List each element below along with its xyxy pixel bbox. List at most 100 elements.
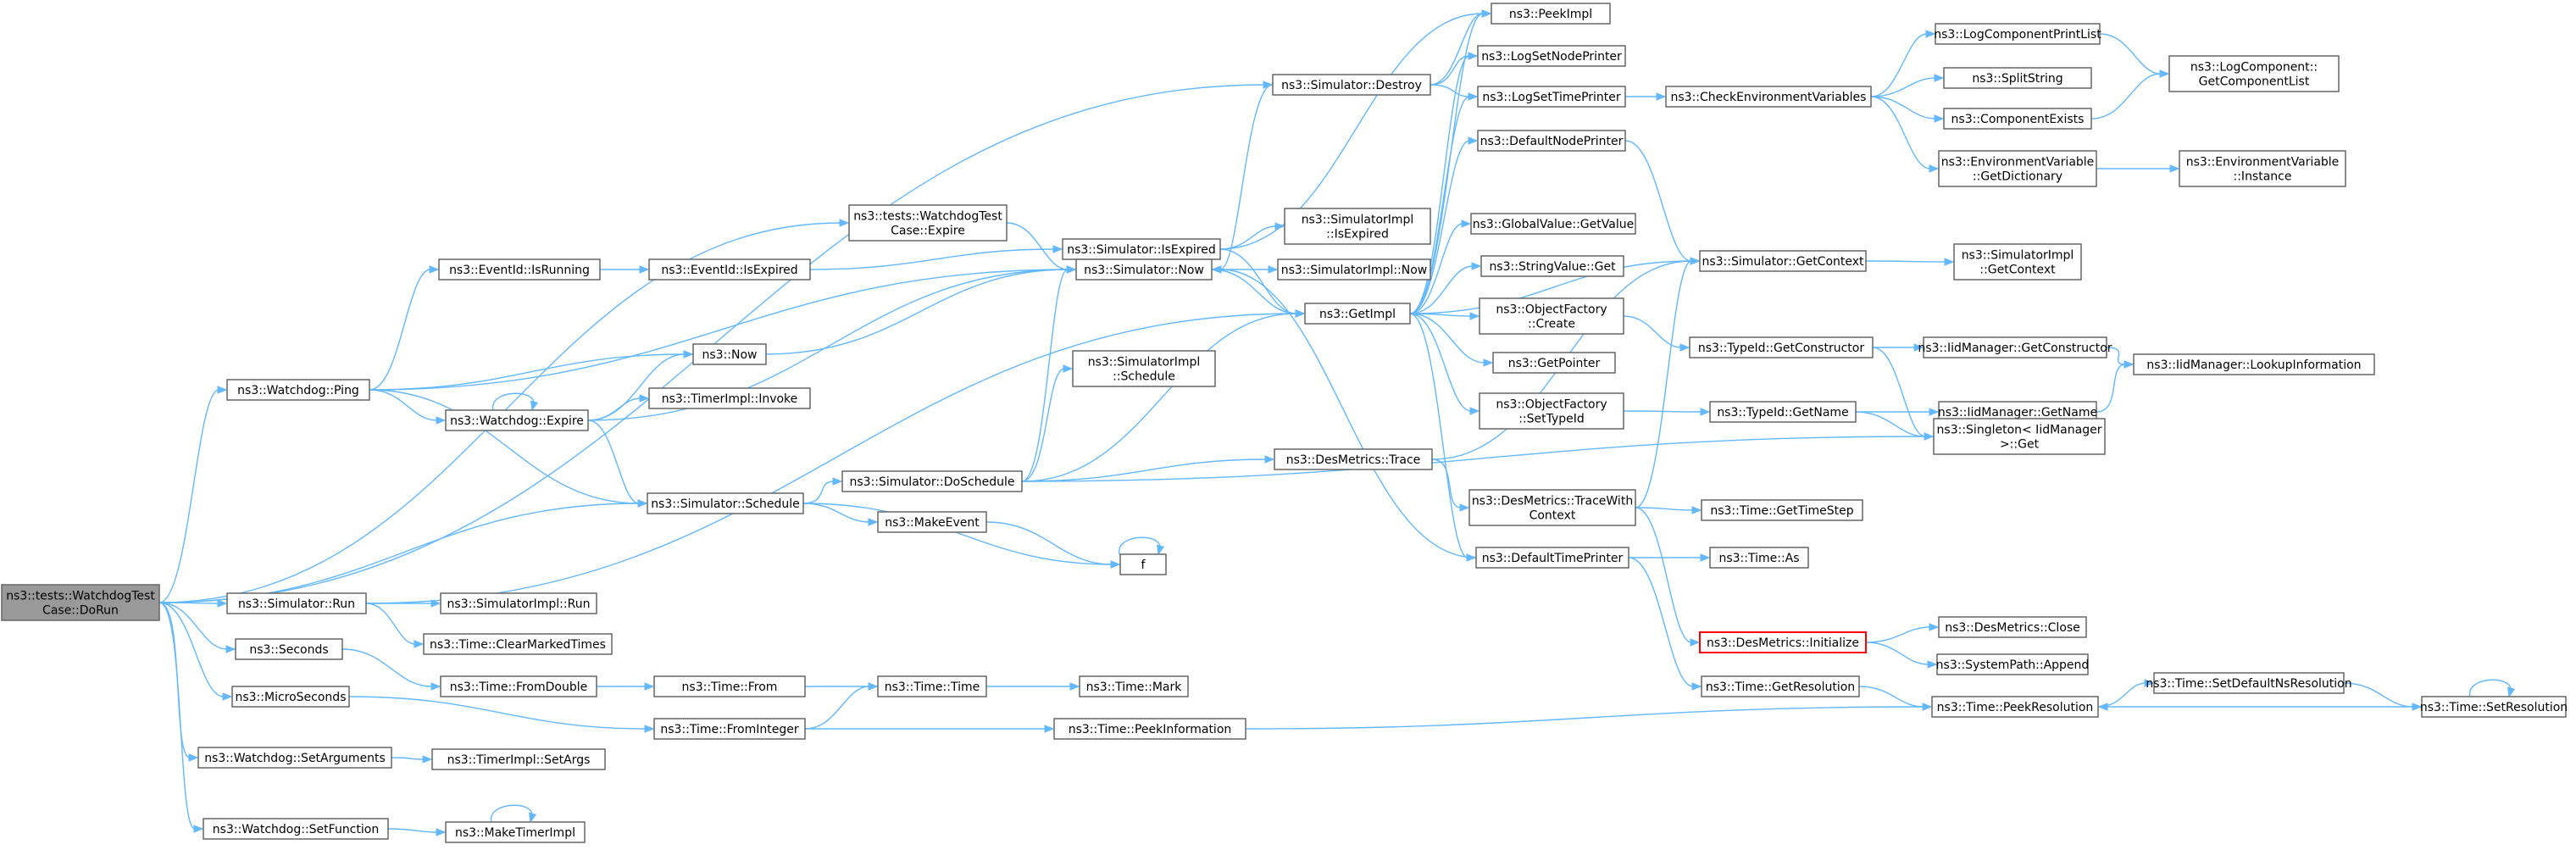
edge-line <box>1245 706 1924 730</box>
node-timefrom[interactable]: ns3::Time::From <box>653 675 806 697</box>
node-gettimestep[interactable]: ns3::Time::GetTimeStep <box>1701 499 1863 521</box>
node-box <box>1480 255 1624 277</box>
edge-line <box>809 248 1055 270</box>
edge-arrowhead <box>1461 219 1472 228</box>
node-getres[interactable]: ns3::Time::GetResolution <box>1701 675 1860 697</box>
node-timeas[interactable]: ns3::Time::As <box>1709 547 1809 569</box>
node-clearmarked[interactable]: ns3::Time::ClearMarkedTimes <box>423 633 613 655</box>
node-frominteger[interactable]: ns3::Time::FromInteger <box>653 718 806 740</box>
node-schedule[interactable]: ns3::Simulator::Schedule <box>647 492 804 514</box>
node-timersetargs[interactable]: ns3::TimerImpl::SetArgs <box>431 748 606 770</box>
node-logcompprint[interactable]: ns3::LogComponentPrintList <box>1934 23 2101 45</box>
node-getpointer[interactable]: ns3::GetPointer <box>1492 352 1616 374</box>
node-fromdouble[interactable]: ns3::Time::FromDouble <box>440 675 597 697</box>
node-seconds[interactable]: ns3::Seconds <box>235 638 343 660</box>
node-peekres[interactable]: ns3::Time::PeekResolution <box>1931 696 2099 718</box>
node-deftimeprinter[interactable]: ns3::DefaultTimePrinter <box>1475 547 1629 569</box>
node-wexpire[interactable]: ns3::Watchdog::Expire <box>445 409 589 431</box>
node-objsettypeid[interactable]: ns3::ObjectFactory::SetTypeId <box>1479 392 1624 430</box>
edge-arrowhead <box>1925 30 1936 38</box>
node-simimplrun[interactable]: ns3::SimulatorImpl::Run <box>440 592 597 614</box>
edge-line <box>1021 458 1267 482</box>
node-label: ns3::PeekImpl <box>1509 8 1592 21</box>
node-simnow[interactable]: ns3::Simulator::Now <box>1075 258 1213 281</box>
node-setres[interactable]: ns3::Time::SetResolution <box>2420 696 2568 718</box>
node-destroy[interactable]: ns3::Simulator::Destroy <box>1272 74 1431 96</box>
node-desmclose[interactable]: ns3::DesMetrics::Close <box>1938 616 2087 638</box>
node-setdefres[interactable]: ns3::Time::SetDefaultNsResolution <box>2146 672 2352 694</box>
node-envgetdict[interactable]: ns3::EnvironmentVariable::GetDictionary <box>1938 150 2097 187</box>
node-timemark[interactable]: ns3::Time::Mark <box>1079 675 1189 697</box>
node-isrunning[interactable]: ns3::EventId::IsRunning <box>438 258 601 281</box>
edge-line <box>158 602 191 758</box>
node-setfunc[interactable]: ns3::Watchdog::SetFunction <box>203 818 389 840</box>
node-logcompget[interactable]: ns3::LogComponent::GetComponentList <box>2168 55 2340 92</box>
node-label: ns3::Simulator::IsExpired <box>1067 243 1216 257</box>
edge-line <box>1219 269 1477 558</box>
node-typeidgetname[interactable]: ns3::TypeId::GetName <box>1709 401 1857 423</box>
node-label: ns3::TimerImpl::Invoke <box>662 392 798 406</box>
node-doschedule[interactable]: ns3::Simulator::DoSchedule <box>841 470 1023 492</box>
node-getimpl[interactable]: ns3::GetImpl <box>1304 303 1411 325</box>
node-box <box>1938 616 2087 638</box>
edge-arrowhead <box>1052 245 1063 253</box>
node-label: ns3::Simulator::DoSchedule <box>850 475 1015 489</box>
node-iseid[interactable]: ns3::EventId::IsExpired <box>648 258 811 281</box>
edge-compexists-to-logcompget <box>2090 69 2170 119</box>
node-peekinfo[interactable]: ns3::Time::PeekInformation <box>1053 718 1246 740</box>
node-box <box>1953 243 2082 281</box>
node-singleton[interactable]: ns3::Singleton< IidManager>::Get <box>1933 418 2106 455</box>
edge-getimpl-to-stringvalue <box>1409 262 1482 314</box>
node-splitstring[interactable]: ns3::SplitString <box>1943 67 2092 89</box>
node-objcreate[interactable]: ns3::ObjectFactory::Create <box>1479 297 1624 335</box>
node-simimplisexp[interactable]: ns3::SimulatorImpl::IsExpired <box>1284 208 1431 245</box>
node-checkenv[interactable]: ns3::CheckEnvironmentVariables <box>1665 86 1872 108</box>
node-peekimpl[interactable]: ns3::PeekImpl <box>1491 3 1611 25</box>
node-makeevent[interactable]: ns3::MakeEvent <box>877 511 987 533</box>
node-simisexp[interactable]: ns3::Simulator::IsExpired <box>1062 238 1221 260</box>
edge-checkenv-to-logcompprint <box>1870 30 1936 97</box>
node-box <box>692 343 767 365</box>
node-f[interactable]: f <box>1119 553 1167 575</box>
edge-arrowhead <box>1656 92 1667 101</box>
node-globalvalue[interactable]: ns3::GlobalValue::GetValue <box>1470 213 1636 235</box>
node-envinstance[interactable]: ns3::EnvironmentVariable::Instance <box>2179 150 2346 187</box>
node-simgetctx[interactable]: ns3::Simulator::GetContext <box>1699 250 1867 272</box>
node-timetime[interactable]: ns3::Time::Time <box>877 675 987 697</box>
node-syspathappend[interactable]: ns3::SystemPath::Append <box>1936 653 2090 675</box>
node-setargs[interactable]: ns3::Watchdog::SetArguments <box>197 747 392 769</box>
edge-line <box>2469 679 2512 697</box>
node-defnodeprinter[interactable]: ns3::DefaultNodePrinter <box>1477 130 1626 152</box>
node-maketimer[interactable]: ns3::MakeTimerImpl <box>445 821 586 843</box>
node-stringvalue[interactable]: ns3::StringValue::Get <box>1480 255 1624 277</box>
node-micro[interactable]: ns3::MicroSeconds <box>231 686 350 708</box>
edge-wexpire-to-invoke <box>587 394 650 421</box>
node-box <box>653 718 806 740</box>
edge-deftimeprinter-to-timeas <box>1629 553 1711 562</box>
node-box <box>226 379 370 401</box>
edge-line <box>985 521 1113 565</box>
edge-line <box>1409 313 1472 412</box>
node-iidlookup[interactable]: ns3::IidManager::LookupInformation <box>2133 353 2375 375</box>
node-desminit[interactable]: ns3::DesMetrics::Initialize <box>1699 631 1867 653</box>
node-simimplsched[interactable]: ns3::SimulatorImpl::Schedule <box>1072 350 1216 387</box>
node-typeidgetctor[interactable]: ns3::TypeId::GetConstructor <box>1689 336 1874 358</box>
node-logtimeprinter[interactable]: ns3::LogSetTimePrinter <box>1477 86 1626 108</box>
node-ping[interactable]: ns3::Watchdog::Ping <box>226 379 370 401</box>
node-simimplnow[interactable]: ns3::SimulatorImpl::Now <box>1277 258 1431 281</box>
node-label: Case::DoRun <box>42 604 119 618</box>
edge-arrowhead <box>2507 686 2516 698</box>
node-simrun[interactable]: ns3::Simulator::Run <box>226 592 367 614</box>
node-iidgetctor[interactable]: ns3::IidManager::GetConstructor <box>1918 336 2112 358</box>
node-compexists[interactable]: ns3::ComponentExists <box>1943 108 2092 130</box>
node-box <box>1072 350 1216 387</box>
node-ns3now[interactable]: ns3::Now <box>692 343 767 365</box>
node-desmtrace[interactable]: ns3::DesMetrics::Trace <box>1274 448 1433 470</box>
edge-doschedule-to-singleton <box>1021 432 1935 482</box>
node-invoke[interactable]: ns3::TimerImpl::Invoke <box>648 387 811 409</box>
node-simimplgetctx[interactable]: ns3::SimulatorImpl::GetContext <box>1953 243 2082 281</box>
node-lognodeprinter[interactable]: ns3::LogSetNodePrinter <box>1477 45 1626 67</box>
